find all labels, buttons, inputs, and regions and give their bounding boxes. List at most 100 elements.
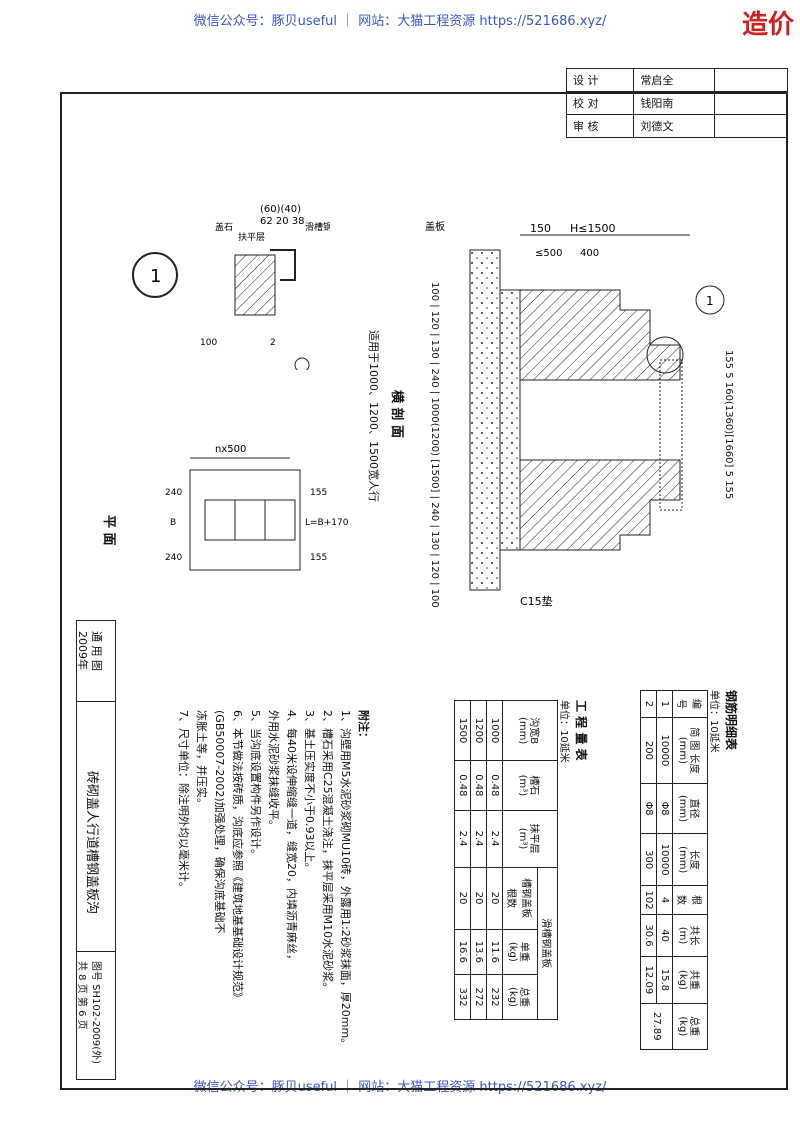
- quantity-table: 沟宽B (mm) 槽石 (m³) 抹平层 (m³) 滑槽钢盖板 槽钢盖板 根数 …: [454, 700, 558, 1020]
- detail-circle: [132, 252, 178, 298]
- label-gaizi: 盖板: [425, 220, 445, 233]
- detail-label: 2: [270, 338, 276, 348]
- plan-dim: B: [170, 518, 176, 528]
- note-item: 4、每40米设伸缩缝一道，缝宽20，内填沥青麻丝，: [285, 710, 298, 965]
- upper-wall: [519, 289, 681, 381]
- table-header: 槽石 (m³): [502, 760, 558, 811]
- table-cell: 2.4: [454, 810, 471, 868]
- table-header: 总重(kg): [502, 974, 538, 1020]
- table-cell: 232: [486, 974, 503, 1020]
- dim-item: 100: [429, 588, 440, 608]
- table-cell: 4: [656, 885, 673, 915]
- notes-heading: 附注：: [357, 710, 370, 743]
- dim-le500: ≤500: [535, 248, 562, 259]
- callout-number: 1: [706, 294, 714, 308]
- title-block: 通 用 图 2009年 砖砌盖人行道槽钢盖板沟 图号 SH102-2009(外)…: [76, 620, 116, 1080]
- signature-name: 钱阳南: [633, 91, 715, 115]
- dim-item: 240: [429, 368, 440, 388]
- detail-number: 1: [150, 266, 161, 287]
- watermark-top: 微信公众号：豚贝useful ｜ 网站：大猫工程资源 https://52168…: [193, 14, 607, 29]
- title-category: 通 用 图: [90, 631, 103, 671]
- right-dim-list: 155 5 160(1360)[1660] 5 155: [723, 350, 734, 499]
- signature-row: 校 对 钱阳南: [565, 91, 788, 115]
- quantity-table-unit: 单位：10延米: [558, 700, 569, 763]
- table-row: 1 10000 Φ8 10000 4 40 15.8 27.89: [640, 690, 673, 1050]
- section-drawing: 1 150 H≤1500 ≤500 400 盖板 C15垫: [425, 220, 725, 608]
- table-cell: 272: [470, 974, 487, 1020]
- note-item: 2、槽石采用C25混凝土浇注，抹平层采用M10水泥砂浆。: [321, 710, 334, 994]
- table-row: 1200 0.48 2.4 20 13.6 272: [470, 700, 487, 1020]
- drawing-frame: [60, 92, 788, 1090]
- signature-block: 设 计 常启全 校 对 钱阳南 审 核 刘德文: [565, 68, 788, 138]
- table-header: 沟宽B (mm): [502, 700, 558, 761]
- table-cell: 13.6: [470, 929, 487, 975]
- watermark-bottom: 微信公众号：豚贝useful ｜ 网站：大猫工程资源 https://52168…: [193, 1080, 607, 1095]
- drawing-code: 图号 SH102-2009(外): [90, 961, 101, 1064]
- table-cell: 20: [470, 867, 487, 930]
- table-cell: 1500: [454, 700, 471, 761]
- table-cell: 0.48: [470, 760, 487, 811]
- table-cell: 1: [656, 690, 673, 718]
- table-header: 简 图 长度(mm): [672, 717, 708, 784]
- plan-dim: 155: [310, 488, 327, 498]
- channel-cover: [659, 359, 683, 511]
- dim-item: 130: [429, 531, 440, 551]
- rebar-table: 编 号 简 图 长度(mm) 直径 (mm) 长度 (mm) 根数 共长 (m)…: [640, 690, 708, 1050]
- drawing-name: 砖砌盖人行道槽钢盖板沟: [84, 771, 99, 915]
- label-c15: C15垫: [520, 594, 553, 608]
- rebar-table-title: 钢筋明细表: [724, 690, 738, 751]
- quantity-table-title: 工 程 量 表: [574, 700, 588, 761]
- dim-item: 120: [429, 310, 440, 330]
- note-item: 3、基土压实度不小于0.93以上。: [303, 710, 316, 874]
- table-header: 总重 (kg): [672, 1003, 708, 1050]
- signature-role: 校 对: [565, 91, 635, 115]
- detail-label: 100: [200, 338, 217, 348]
- note-item: (GB50007-2002)加强处理，确保沟底基础不: [213, 710, 226, 934]
- table-header: 直径 (mm): [672, 783, 708, 834]
- section-title: 横 剖 面: [389, 390, 404, 439]
- signature-role: 设 计: [565, 68, 635, 92]
- dim-item: 155: [723, 480, 734, 500]
- detail-wall: [234, 254, 276, 316]
- plan-top-dim: nx500: [215, 444, 246, 455]
- signature-sign: [714, 68, 788, 92]
- table-row: 2 200 Φ8 300 102 30.6 12.09: [640, 690, 657, 1050]
- table-cell: 200: [640, 717, 657, 784]
- table-cell: 16.6: [454, 929, 471, 975]
- table-header: 共长 (m): [672, 914, 708, 957]
- plan-dim: 155: [310, 553, 327, 563]
- table-cell: 300: [640, 833, 657, 886]
- dim-item: [1500]: [429, 459, 440, 493]
- rebar-table-wrap: 钢筋明细表 单位：10延米 编 号 简 图 长度(mm) 直径 (mm) 长度 …: [640, 690, 740, 1050]
- note-item: 冻胀土等，并压实。: [195, 710, 208, 809]
- detail-label: 扶平层: [238, 231, 265, 243]
- table-cell: 20: [486, 867, 503, 930]
- signature-sign: [714, 91, 788, 115]
- signature-role: 审 核: [565, 114, 635, 138]
- table-header: 编 号: [672, 690, 708, 718]
- dim-item: 5: [723, 470, 734, 477]
- dim-150: 150: [530, 222, 551, 235]
- detail-one-drawing: 1 (60)(40) 62 20 38 盖石 扶平层 滑槽钢盖板 100 2: [132, 204, 330, 370]
- table-header: 槽钢盖板 根数: [502, 867, 538, 930]
- plan-dim: 240: [165, 488, 182, 498]
- c15-base: [469, 249, 501, 591]
- dim-item: 130: [429, 339, 440, 359]
- table-cell: 332: [454, 974, 471, 1020]
- table-cell: 0.48: [454, 760, 471, 811]
- table-cell: 2.4: [486, 810, 503, 868]
- table-header: 滑槽钢盖板: [537, 867, 558, 1020]
- dim-item: 1000(1200): [429, 397, 440, 457]
- table-cell: 1200: [470, 700, 487, 761]
- signature-name: 刘德文: [633, 114, 715, 138]
- title-divider: [77, 951, 115, 952]
- table-cell: 2.4: [470, 810, 487, 868]
- table-cell: 10000: [656, 717, 673, 784]
- table-header-row: 编 号 简 图 长度(mm) 直径 (mm) 长度 (mm) 根数 共长 (m)…: [672, 690, 708, 1050]
- table-cell: 1000: [486, 700, 503, 761]
- table-header: 长度 (mm): [672, 833, 708, 886]
- table-header-row: 沟宽B (mm) 槽石 (m³) 抹平层 (m³) 滑槽钢盖板: [502, 700, 558, 1020]
- table-cell: 20: [454, 867, 471, 930]
- left-dim-list: 100 | 120 | 130 | 240 | 1000(1200) [1500…: [429, 282, 440, 608]
- table-cell: 102: [640, 885, 657, 915]
